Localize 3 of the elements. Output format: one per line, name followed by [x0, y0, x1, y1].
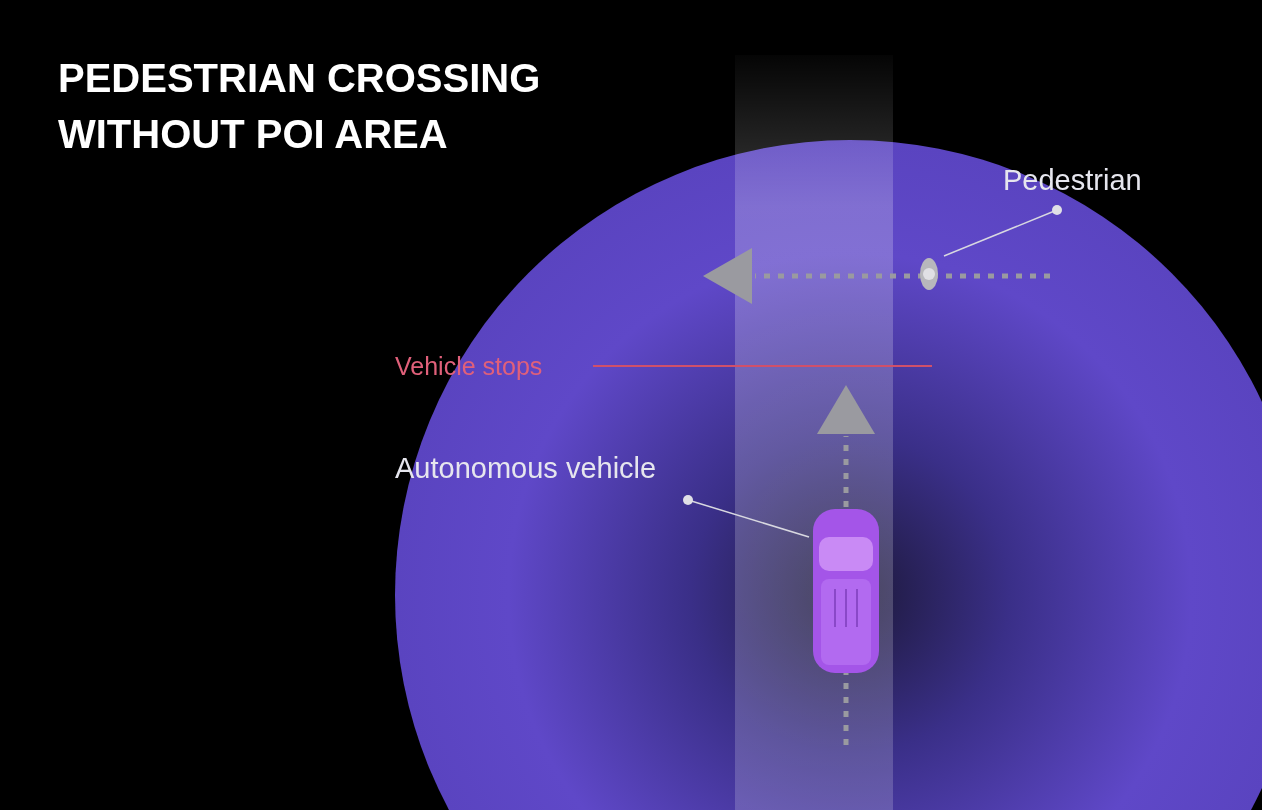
title: PEDESTRIAN CROSSING WITHOUT POI AREA [58, 55, 542, 158]
leader-line [683, 495, 810, 538]
leader-line [943, 205, 1062, 257]
